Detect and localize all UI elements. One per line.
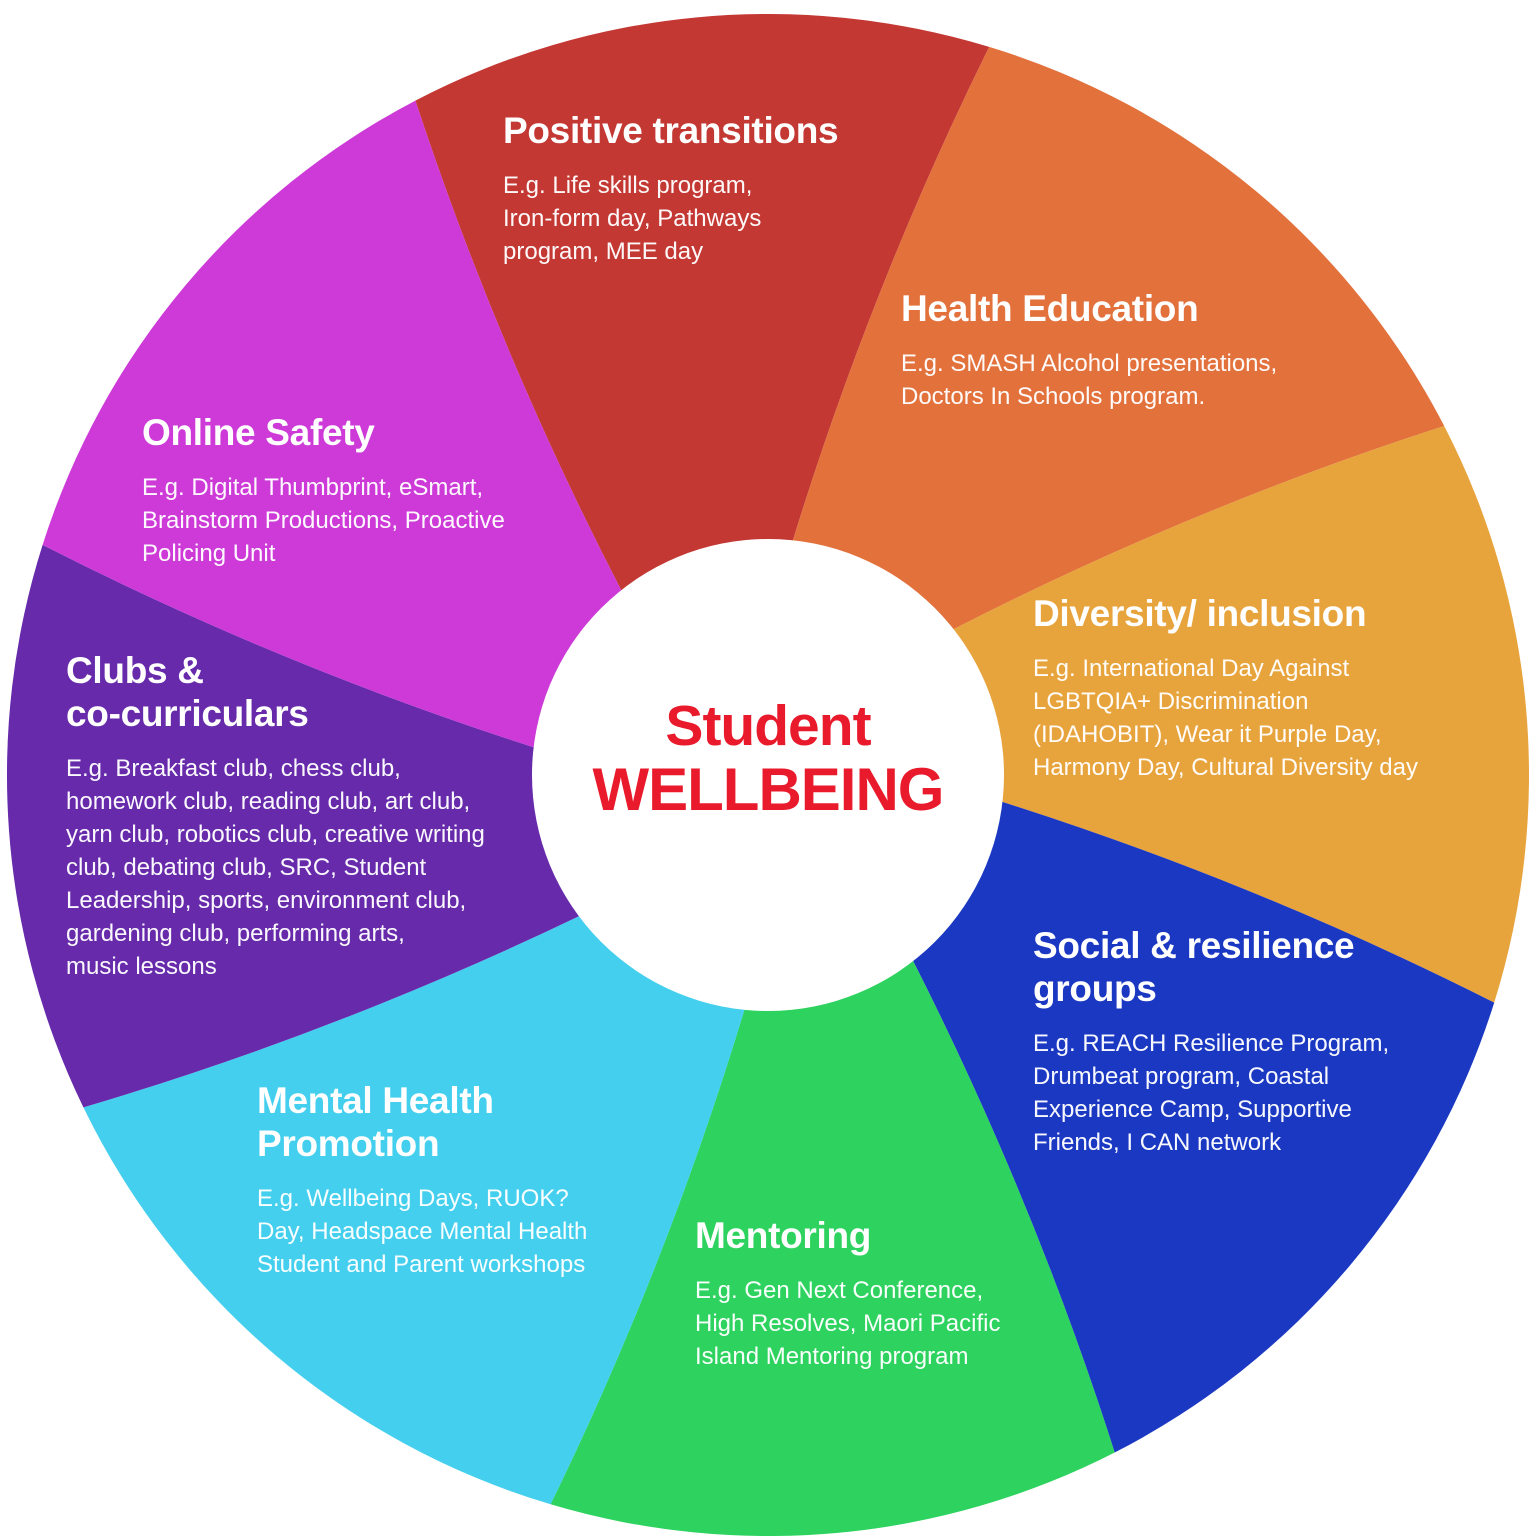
segment-body: E.g. Gen Next Conference, High Resolves,… <box>695 1276 1001 1371</box>
segment-label-clubs-co-curriculars: Clubs & co-curriculars E.g. Breakfast cl… <box>66 650 586 984</box>
segment-clubs-co-curriculars <box>6 544 582 1108</box>
segment-positive-transitions <box>415 14 990 593</box>
segment-label-mentoring: Mentoring E.g. Gen Next Conference, High… <box>695 1215 1095 1373</box>
segment-body: E.g. Digital Thumbprint, eSmart, Brainst… <box>142 473 505 568</box>
center-title-line2: WELLBEING <box>592 755 945 823</box>
segment-diversity-inclusion <box>950 426 1529 1003</box>
segment-label-positive-transitions: Positive transitions E.g. Life skills pr… <box>503 110 903 268</box>
segment-title: Mentoring <box>695 1215 872 1256</box>
segment-body: E.g. International Day Against LGBTQIA+ … <box>1033 654 1418 782</box>
segment-title: Online Safety <box>142 412 375 453</box>
segment-title: Clubs & co-curriculars <box>66 650 309 734</box>
segment-title: Health Education <box>901 288 1199 329</box>
center-circle <box>532 539 1004 1011</box>
center-title: Student WELLBEING <box>508 694 1028 823</box>
center-title-line1: Student <box>665 694 871 758</box>
segment-body: E.g. Breakfast club, chess club, homewor… <box>66 754 485 981</box>
segment-online-safety <box>42 100 623 749</box>
segment-label-mental-health-promotion: Mental Health Promotion E.g. Wellbeing D… <box>257 1080 687 1281</box>
segment-mental-health-promotion <box>83 914 746 1505</box>
segment-body: E.g. SMASH Alcohol presentations, Doctor… <box>901 349 1278 411</box>
segment-social-resilience-groups <box>911 801 1495 1453</box>
segment-title: Diversity/ inclusion <box>1033 593 1367 634</box>
segment-body: E.g. REACH Resilience Program, Drumbeat … <box>1033 1029 1390 1157</box>
segment-health-education <box>792 46 1445 631</box>
segment-mentoring <box>550 958 1115 1536</box>
segment-title: Mental Health Promotion <box>257 1080 494 1164</box>
segment-label-diversity-inclusion: Diversity/ inclusion E.g. International … <box>1033 593 1503 784</box>
segment-title: Positive transitions <box>503 110 839 151</box>
segment-label-online-safety: Online Safety E.g. Digital Thumbprint, e… <box>142 412 602 570</box>
segment-body: E.g. Wellbeing Days, RUOK? Day, Headspac… <box>257 1184 588 1279</box>
segment-title: Social & resilience groups <box>1033 925 1355 1009</box>
segment-body: E.g. Life skills program, Iron-form day,… <box>503 171 762 266</box>
segment-label-social-resilience-groups: Social & resilience groups E.g. REACH Re… <box>1033 925 1463 1159</box>
segment-label-health-education: Health Education E.g. SMASH Alcohol pres… <box>901 288 1391 413</box>
